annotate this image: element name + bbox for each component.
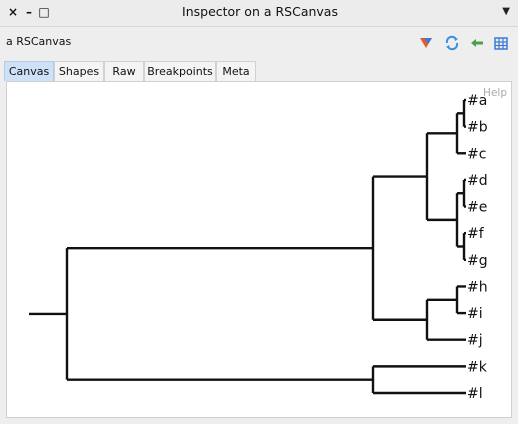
leaf-label-i: #i <box>467 306 483 322</box>
minimize-icon[interactable]: – <box>26 5 32 19</box>
leaf-label-b: #b <box>467 120 488 136</box>
inspector-tabs: Canvas Shapes Raw Breakpoints Meta <box>0 60 518 82</box>
dendrogram: #a #b #c #d #e #f #g #h #i #j #k #l <box>29 93 488 402</box>
leaf-label-d: #d <box>467 173 488 189</box>
maximize-icon[interactable]: □ <box>38 5 50 19</box>
window-title: Inspector on a RSCanvas <box>182 4 338 19</box>
leaf-label-c: #c <box>467 146 486 162</box>
canvas-view[interactable]: #a #b #c #d #e #f #g #h #i #j #k #l Help <box>6 81 512 418</box>
refresh-icon[interactable] <box>444 35 460 51</box>
tab-canvas[interactable]: Canvas <box>4 61 54 81</box>
leaf-label-h: #h <box>467 279 488 295</box>
leaf-label-k: #k <box>467 359 488 375</box>
tab-breakpoints[interactable]: Breakpoints <box>144 61 216 81</box>
leaf-label-a: #a <box>467 93 487 109</box>
close-icon[interactable]: × <box>7 5 19 19</box>
leaf-label-j: #j <box>467 333 483 349</box>
leaf-label-e: #e <box>467 200 487 216</box>
inspected-object-label: a RSCanvas <box>6 35 72 48</box>
title-bar[interactable]: × – □ Inspector on a RSCanvas ▼ <box>0 0 518 27</box>
inspector-header: a RSCanvas <box>0 27 518 57</box>
table-icon[interactable] <box>493 35 509 51</box>
browse-icon[interactable] <box>418 35 434 51</box>
help-link[interactable]: Help <box>483 87 507 99</box>
go-back-icon[interactable] <box>469 35 485 51</box>
leaf-label-f: #f <box>467 226 485 242</box>
tab-raw[interactable]: Raw <box>104 61 144 81</box>
tab-shapes[interactable]: Shapes <box>54 61 104 81</box>
leaf-label-l: #l <box>467 386 483 402</box>
leaf-label-g: #g <box>467 253 488 269</box>
tab-meta[interactable]: Meta <box>216 61 256 81</box>
window-menu-icon[interactable]: ▼ <box>502 6 510 17</box>
